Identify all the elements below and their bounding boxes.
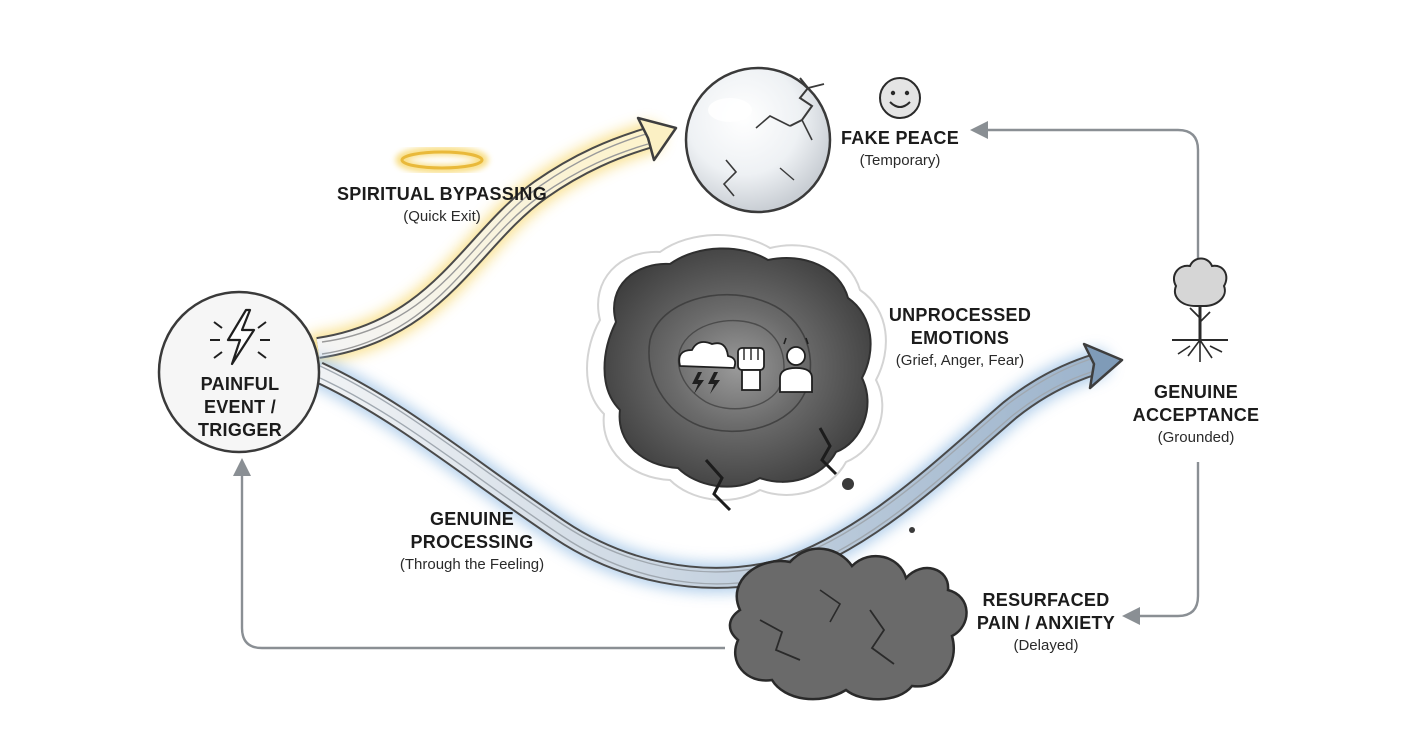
halo-icon [395,146,489,174]
raised-fist-icon [737,347,765,391]
bypass-subtitle: (Quick Exit) [403,208,481,225]
loop-arrow-head-trigger [233,458,251,476]
bypass-arrow-head [636,116,678,162]
acceptance-node: GENUINE ACCEPTANCE (Grounded) [1133,257,1260,446]
distressed-person-icon [779,337,813,393]
unprocessed-title-line-1: UNPROCESSED [889,305,1031,325]
loop-arrow-acceptance-to-fake-peace [984,128,1200,286]
processing-arrow-head [1082,342,1124,390]
bypass-arrow [303,116,678,363]
trigger-title-line-2: EVENT / [204,397,276,417]
lightning-bolt-icon [210,308,270,366]
loop-arrow-resurfaced-to-trigger [240,472,725,650]
rooted-tree-icon [1172,257,1228,362]
bypass-label: SPIRITUAL BYPASSING (Quick Exit) [337,146,547,225]
loop-arrow-head-resurfaced [1122,607,1140,625]
trigger-node: PAINFUL EVENT / TRIGGER [157,290,321,454]
loop-arrows [233,121,1200,650]
storm-cloud-icon [678,341,737,394]
resurfaced-subtitle: (Delayed) [1013,637,1078,654]
acceptance-title-line-2: ACCEPTANCE [1133,405,1260,425]
bypass-title: SPIRITUAL BYPASSING [337,184,547,204]
processing-label: GENUINE PROCESSING (Through the Feeling) [400,509,544,573]
loop-arrow-head-fake-peace [970,121,988,139]
trigger-title-line-3: TRIGGER [198,420,282,440]
fake-peace-subtitle: (Temporary) [860,152,941,169]
processing-title-line-1: GENUINE [430,509,514,529]
unprocessed-emotions-vortex [586,234,887,512]
resurfaced-label: RESURFACED PAIN / ANXIETY (Delayed) [977,590,1115,654]
fake-peace-node: FAKE PEACE (Temporary) [684,66,959,214]
acceptance-title-line-1: GENUINE [1154,382,1238,402]
fake-peace-title: FAKE PEACE [841,128,959,148]
resurfaced-pain-puddle [728,478,968,701]
smiley-face-icon [879,77,921,119]
processing-subtitle: (Through the Feeling) [400,556,544,573]
resurfaced-title-line-2: PAIN / ANXIETY [977,613,1115,633]
resurfaced-title-line-1: RESURFACED [982,590,1109,610]
cracked-orb-icon [684,66,832,214]
processing-title-line-2: PROCESSING [410,532,533,552]
unprocessed-title-line-2: EMOTIONS [911,328,1009,348]
trigger-title-line-1: PAINFUL [201,374,280,394]
unprocessed-subtitle: (Grief, Anger, Fear) [896,352,1024,369]
loop-arrow-acceptance-to-resurfaced [1136,462,1200,618]
acceptance-subtitle: (Grounded) [1158,429,1235,446]
